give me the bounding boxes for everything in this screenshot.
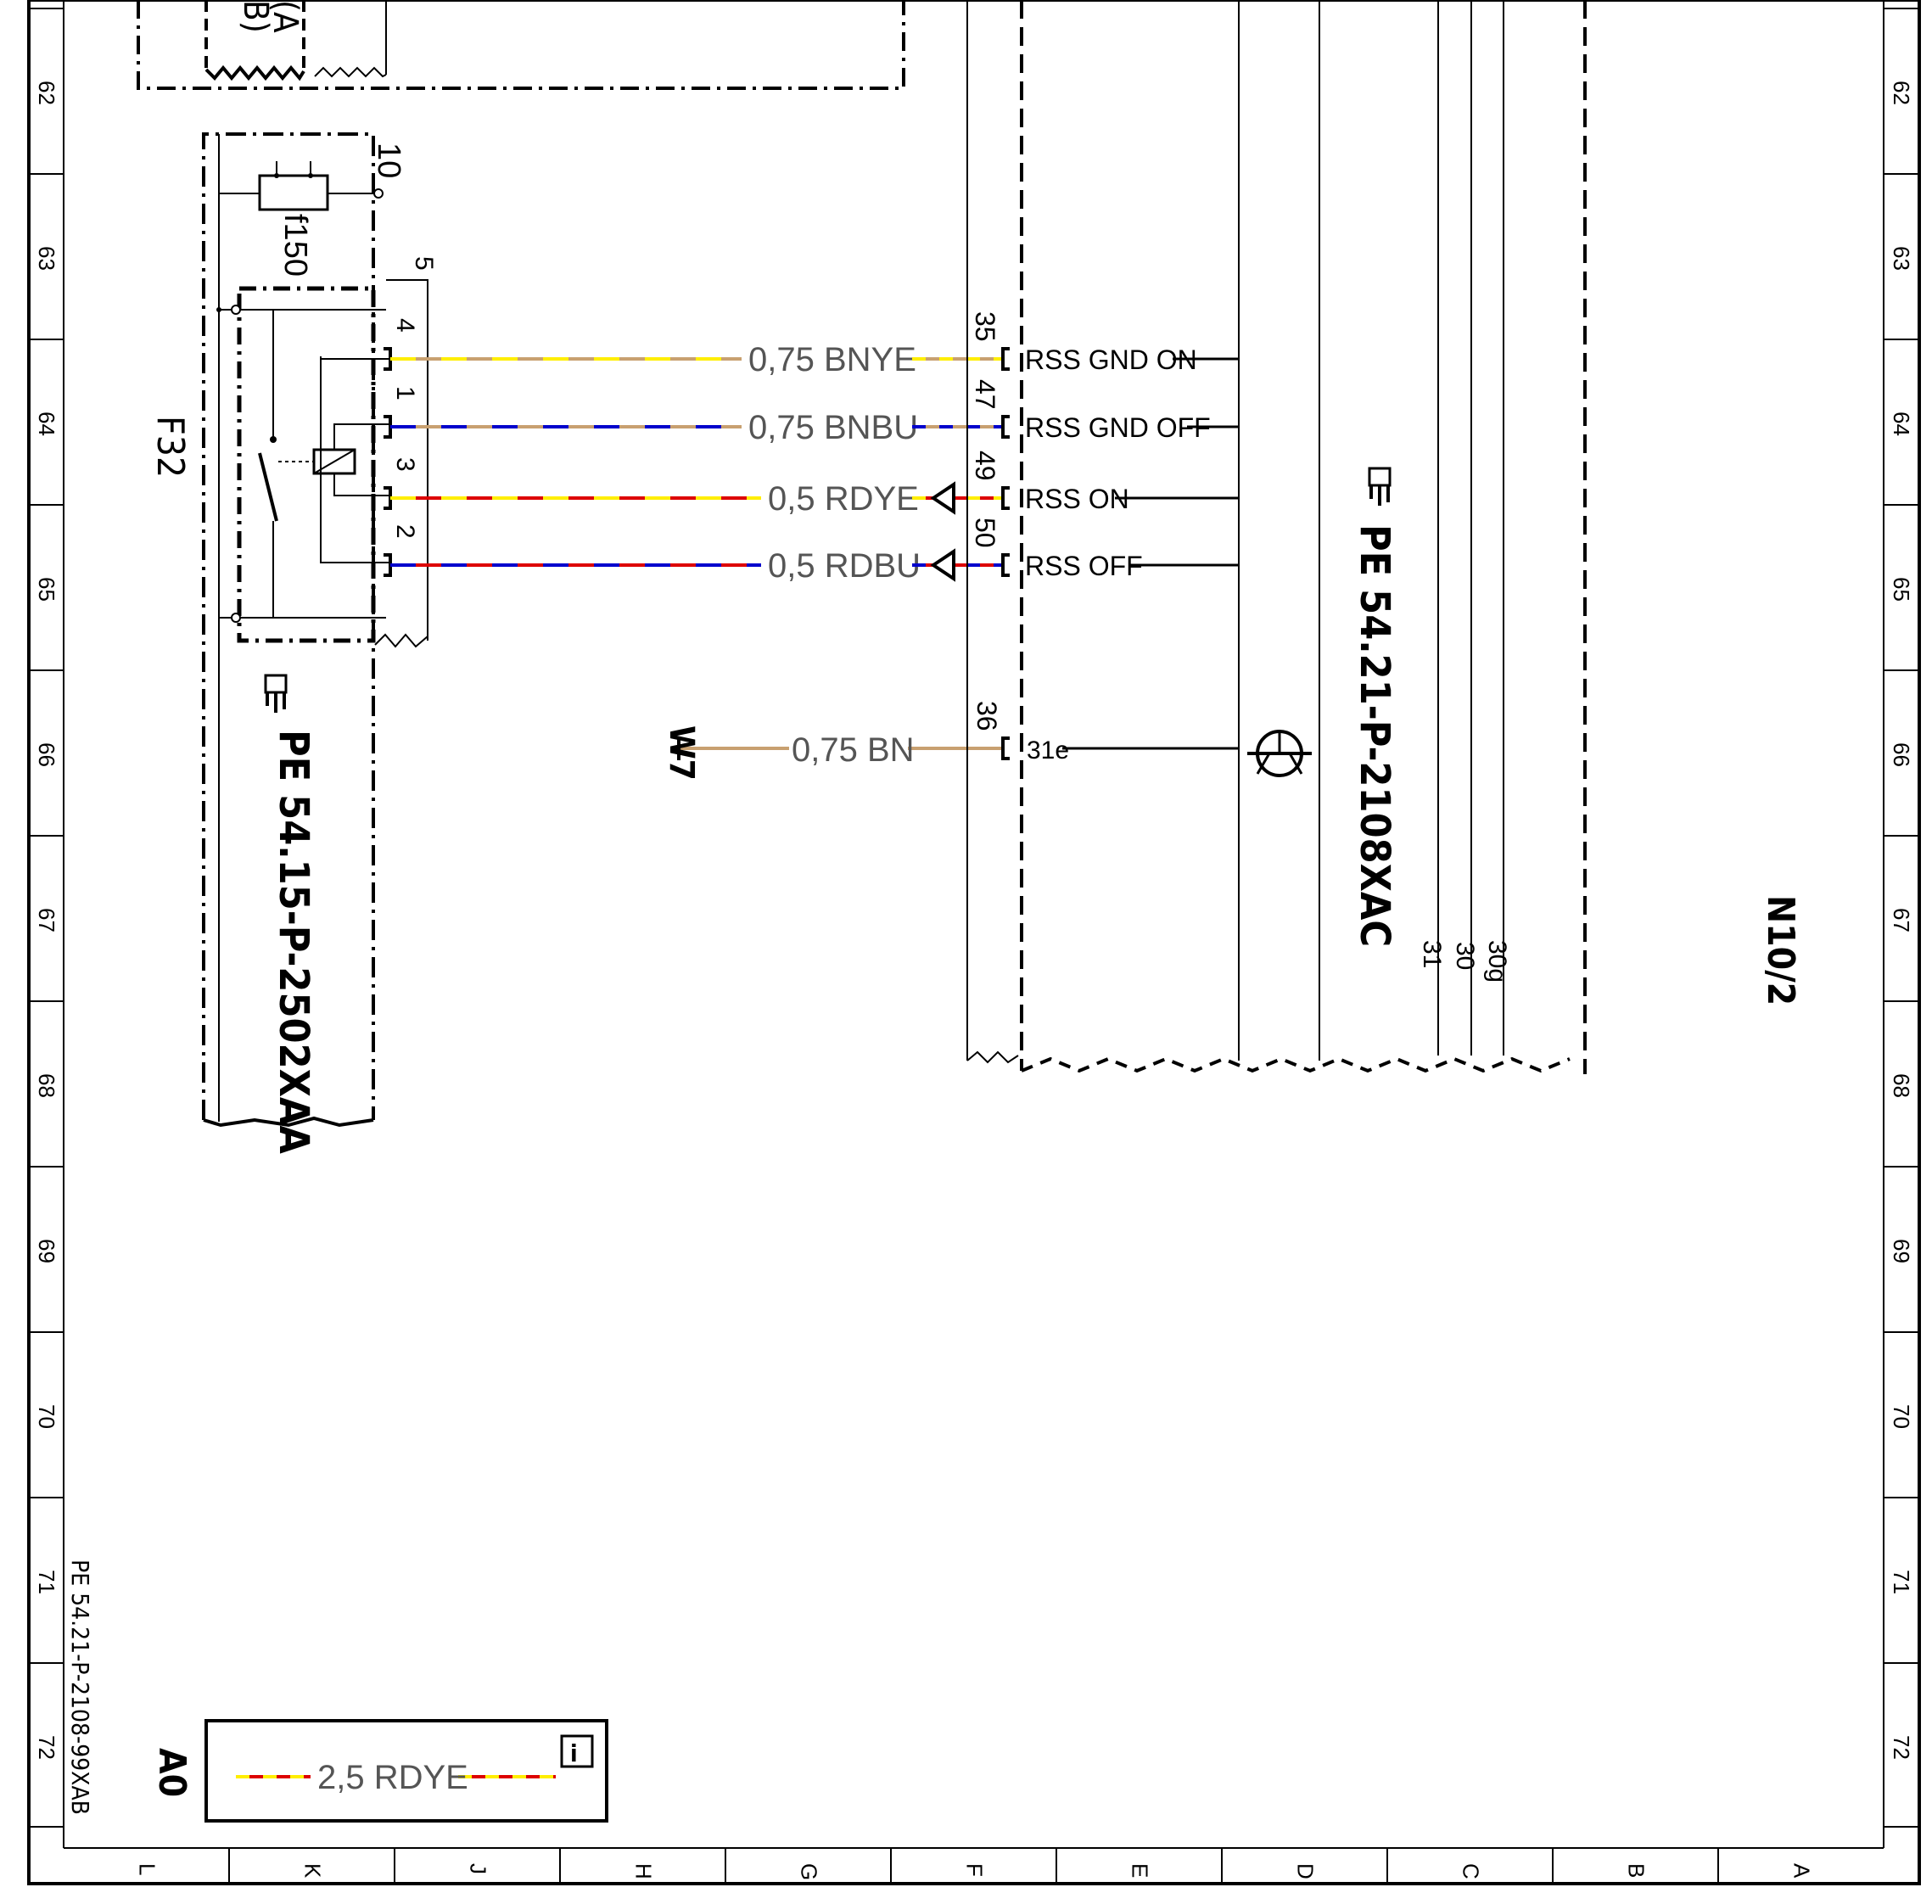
ground-wire-label: 0,75 BN bbox=[792, 731, 915, 769]
ground-signal: 31e bbox=[1027, 736, 1069, 764]
row-labels: 62 62 63 63 64 64 65 65 66 66 67 67 68 68 69 69 70 70 71 71… bbox=[34, 81, 1914, 1760]
row-number-right: 70 bbox=[1889, 1404, 1914, 1429]
row-number-left: 66 bbox=[34, 742, 59, 767]
row-number-right: 68 bbox=[1889, 1073, 1914, 1098]
ground-wire: 0,75 BN W7 36 31e bbox=[662, 701, 1239, 781]
ground-pin: 36 bbox=[972, 701, 1002, 731]
row-number-left: 71 bbox=[34, 1570, 59, 1594]
column-letter: K bbox=[300, 1863, 326, 1879]
fuse-label: f150 bbox=[277, 214, 313, 277]
row-number-left: 62 bbox=[34, 81, 59, 105]
row-number-left: 70 bbox=[34, 1404, 59, 1429]
column-letter: E bbox=[1128, 1863, 1153, 1878]
row-number-right: 67 bbox=[1889, 908, 1914, 932]
wire-label: 0,75 BNYE bbox=[748, 341, 916, 378]
wire-label: 0,5 RDYE bbox=[768, 480, 919, 518]
column-letter: J bbox=[466, 1863, 491, 1874]
top-block: (A B) bbox=[137, 0, 905, 90]
top-block-label-b: B) bbox=[236, 0, 275, 33]
hand-icon bbox=[1368, 467, 1392, 506]
wire-signal: RSS GND ON bbox=[1025, 344, 1197, 375]
row-number-right: 65 bbox=[1889, 577, 1914, 602]
f32-module: f150 10 5 F32 bbox=[148, 132, 438, 1154]
column-letter: L bbox=[135, 1863, 160, 1875]
terminal-30g: 30g bbox=[1483, 940, 1511, 983]
legend-label: 2,5 RDYE bbox=[317, 1759, 468, 1796]
row-number-left: 63 bbox=[34, 246, 59, 271]
wire-pin-left: 4 bbox=[391, 318, 419, 333]
wire-label: 0,5 RDBU bbox=[768, 547, 921, 585]
row-grid-ticks bbox=[29, 8, 1919, 1664]
row-number-left: 68 bbox=[34, 1073, 59, 1098]
fuse-pin: 10 bbox=[371, 143, 406, 178]
row-number-right: 69 bbox=[1889, 1239, 1914, 1263]
row-number-left: 64 bbox=[34, 412, 59, 436]
sheet-frame bbox=[27, 0, 1921, 1885]
ground-name: W7 bbox=[662, 725, 701, 781]
row-number-right: 64 bbox=[1889, 412, 1914, 436]
top-block-label-a: (A bbox=[266, 0, 305, 33]
wire-pin-right: 47 bbox=[970, 379, 1000, 410]
column-letter: A bbox=[1789, 1863, 1815, 1879]
row-number-right: 66 bbox=[1889, 742, 1914, 767]
wire-pin-left: 1 bbox=[391, 386, 419, 400]
wire-signal: RSS OFF bbox=[1025, 551, 1143, 581]
info-icon: i bbox=[570, 1739, 578, 1767]
row-number-right: 72 bbox=[1889, 1735, 1914, 1760]
transistor-icon bbox=[1247, 730, 1312, 777]
wire-pin-left: 2 bbox=[391, 524, 419, 539]
row-number-right: 62 bbox=[1889, 81, 1914, 105]
wire-pin-right: 49 bbox=[970, 451, 1000, 481]
column-letter: F bbox=[962, 1863, 988, 1877]
column-letter: B bbox=[1624, 1863, 1649, 1878]
fuse-f150: f150 10 bbox=[219, 143, 406, 277]
control-unit-name: N10/2 bbox=[1759, 895, 1802, 1005]
row-number-left: 65 bbox=[34, 577, 59, 602]
column-letter: C bbox=[1459, 1863, 1484, 1879]
relay: 5 bbox=[216, 256, 438, 648]
control-unit: PE 54.21-P-2108XAC N10/2 31 30 30g bbox=[966, 0, 1802, 1074]
wire-pin-right: 50 bbox=[970, 518, 1000, 548]
column-letter: H bbox=[631, 1863, 657, 1879]
row-number-left: 72 bbox=[34, 1735, 59, 1760]
terminal-30: 30 bbox=[1451, 942, 1479, 970]
hand-icon bbox=[264, 674, 288, 713]
relay-pin-5: 5 bbox=[410, 256, 438, 271]
wire-pin-right: 35 bbox=[970, 311, 1000, 342]
f32-label: F32 bbox=[148, 416, 192, 478]
legend-name: A0 bbox=[150, 1748, 193, 1797]
row-number-left: 67 bbox=[34, 908, 59, 932]
column-letter: G bbox=[797, 1863, 822, 1880]
wire-signal: RSS GND OFF bbox=[1025, 412, 1211, 443]
doc-reference: PE 54.21-P-2108-99XAB bbox=[66, 1560, 94, 1815]
control-unit-ref: PE 54.21-P-2108XAC bbox=[1351, 524, 1398, 947]
row-number-right: 71 bbox=[1889, 1570, 1914, 1594]
column-grid-ticks bbox=[228, 1848, 1719, 1884]
f32-ref: PE 54.15-P-2502XAA bbox=[270, 730, 317, 1154]
row-number-left: 69 bbox=[34, 1239, 59, 1263]
column-letter: D bbox=[1293, 1863, 1319, 1879]
row-number-right: 63 bbox=[1889, 246, 1914, 271]
legend-a0: A0 2,5 RDYE i bbox=[150, 1719, 608, 1823]
terminal-31: 31 bbox=[1418, 940, 1446, 968]
wire-pin-left: 3 bbox=[391, 457, 419, 472]
wire-label: 0,75 BNBU bbox=[748, 409, 918, 446]
wire-signal: RSS ON bbox=[1025, 484, 1129, 514]
